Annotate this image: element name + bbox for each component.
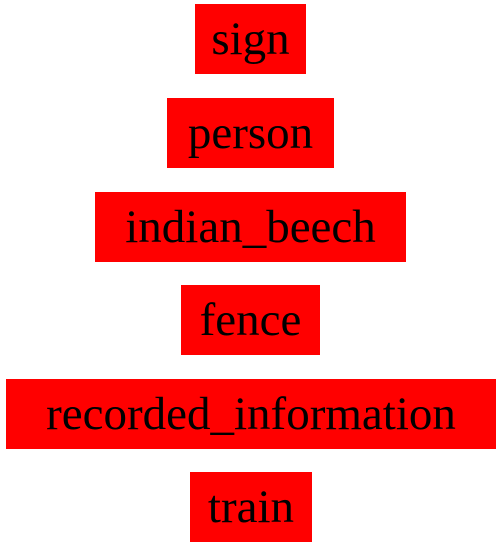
label-sign: sign — [195, 4, 306, 74]
label-train: train — [190, 472, 312, 542]
label-fence: fence — [181, 285, 320, 355]
label-indian-beech: indian_beech — [95, 192, 406, 262]
label-person: person — [167, 98, 334, 168]
label-recorded-information: recorded_information — [6, 379, 496, 449]
